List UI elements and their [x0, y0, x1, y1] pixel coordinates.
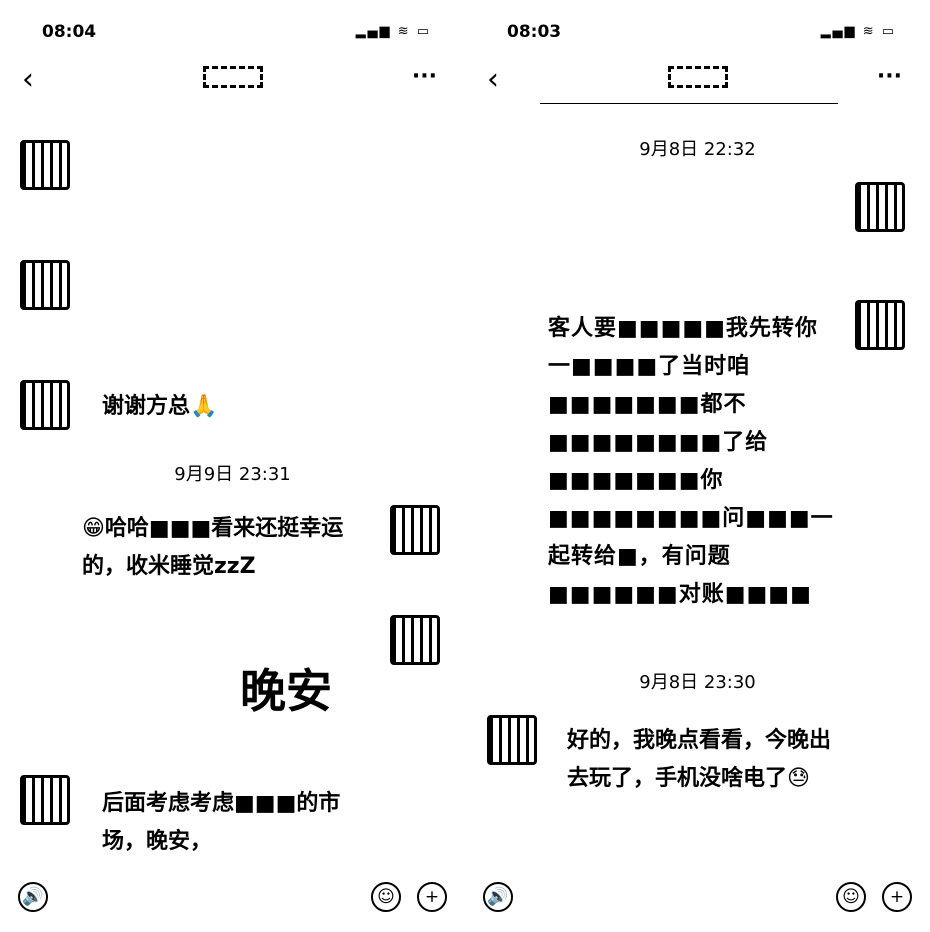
avatar[interactable] [390, 505, 440, 555]
avatar[interactable] [20, 775, 70, 825]
status-icons: ▂▄▆ ≋ ▭ [820, 24, 896, 39]
input-toolbar: 🔊 ☺ + [483, 882, 912, 914]
more-icon[interactable]: ··· [876, 64, 902, 89]
emoji-icon[interactable]: ☺ [836, 882, 866, 912]
chat-title-redacted [465, 66, 930, 92]
plus-icon[interactable]: + [417, 882, 447, 912]
message-bubble: 客人要■■■■■我先转你一■■■■了当时咱■■■■■■■都不■■■■■■■■了给… [548, 316, 834, 607]
status-time: 08:04 [42, 22, 97, 42]
avatar[interactable] [855, 182, 905, 232]
plus-icon[interactable]: + [882, 882, 912, 912]
avatar[interactable] [487, 715, 537, 765]
avatar[interactable] [20, 260, 70, 310]
back-icon[interactable]: ‹ [487, 62, 499, 97]
back-icon[interactable]: ‹ [22, 62, 34, 97]
timestamp: 9月8日 23:30 [639, 672, 756, 693]
right-chat-screen: 08:03 ▂▄▆ ≋ ▭ ‹ ··· 9月8日 22:32 客人要■■■■■我… [465, 0, 930, 932]
status-icons: ▂▄▆ ≋ ▭ [355, 24, 431, 39]
emoji-icon[interactable]: ☺ [371, 882, 401, 912]
message-bubble: 后面考虑考虑■■■的市场，晚安， [102, 791, 341, 854]
message-bubble: 谢谢方总🙏 [102, 394, 218, 419]
timestamp: 9月9日 23:31 [174, 464, 291, 485]
input-toolbar: 🔊 ☺ + [18, 882, 447, 914]
voice-icon[interactable]: 🔊 [483, 882, 513, 912]
voice-icon[interactable]: 🔊 [18, 882, 48, 912]
avatar[interactable] [20, 380, 70, 430]
left-chat-screen: 08:04 ▂▄▆ ≋ ▭ ‹ ··· 谢谢方总🙏 9月9日 23:31 😁哈哈… [0, 22, 465, 914]
avatar[interactable] [20, 140, 70, 190]
avatar[interactable] [855, 300, 905, 350]
sticker-good-night[interactable]: 晚安 [240, 664, 332, 718]
divider [540, 103, 838, 104]
chat-title-redacted [0, 66, 465, 92]
avatar[interactable] [390, 615, 440, 665]
status-time: 08:03 [507, 22, 562, 42]
more-icon[interactable]: ··· [411, 64, 437, 89]
message-bubble: 好的，我晚点看看，今晚出去玩了，手机没啥电了😓 [567, 728, 832, 791]
timestamp: 9月8日 22:32 [639, 139, 756, 160]
message-bubble: 😁哈哈■■■看来还挺幸运的，收米睡觉zzZ [82, 516, 344, 579]
